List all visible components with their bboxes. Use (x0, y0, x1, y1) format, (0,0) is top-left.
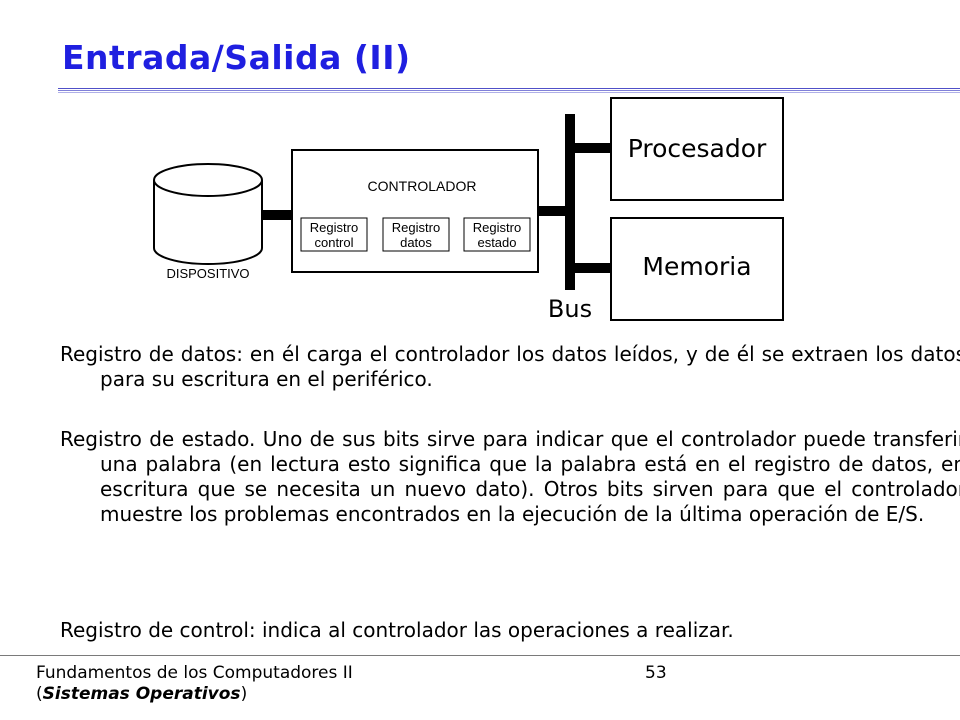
device-cylinder (153, 163, 263, 265)
svg-text:Registro: Registro (473, 220, 521, 235)
register-data: Registro datos (382, 217, 450, 252)
footer-course-title: Fundamentos de los Computadores II (36, 663, 353, 683)
slide-title: Entrada/Salida (II) (62, 38, 411, 77)
bus-processor-link (575, 143, 611, 153)
svg-text:Registro: Registro (392, 220, 440, 235)
register-status: Registro estado (463, 217, 531, 252)
paragraph-control-register: Registro de control: indica al controlad… (60, 618, 734, 642)
memory-box (610, 217, 784, 321)
bus-label: Bus (548, 295, 592, 323)
svg-text:control: control (314, 235, 353, 250)
system-bus (565, 114, 575, 290)
memory-label: Memoria (642, 252, 751, 281)
svg-text:Registro: Registro (310, 220, 358, 235)
footer-divider (0, 655, 960, 656)
footer-course-subtitle: (Sistemas Operativos) (36, 684, 248, 704)
paragraph-data-register: Registro de datos: en él carga el contro… (60, 342, 960, 391)
controller-bus-link (538, 206, 566, 216)
controller-box (291, 149, 539, 273)
register-control: Registro control (300, 217, 368, 252)
controller-label: CONTROLADOR (368, 178, 477, 194)
page-number: 53 (645, 663, 667, 683)
svg-text:estado: estado (477, 235, 516, 250)
svg-text:datos: datos (400, 235, 432, 250)
footer-course: Fundamentos de los Computadores II (Sist… (36, 663, 353, 705)
device-label: DISPOSITIVO (166, 266, 249, 281)
processor-box (610, 97, 784, 201)
title-underline (58, 88, 960, 93)
bus-memory-link (575, 263, 611, 273)
io-diagram: DISPOSITIVO CONTROLADOR Registro control… (153, 97, 784, 323)
processor-label: Procesador (628, 134, 767, 163)
device-controller-link (262, 210, 292, 220)
paragraph-status-register: Registro de estado. Uno de sus bits sirv… (60, 427, 960, 526)
